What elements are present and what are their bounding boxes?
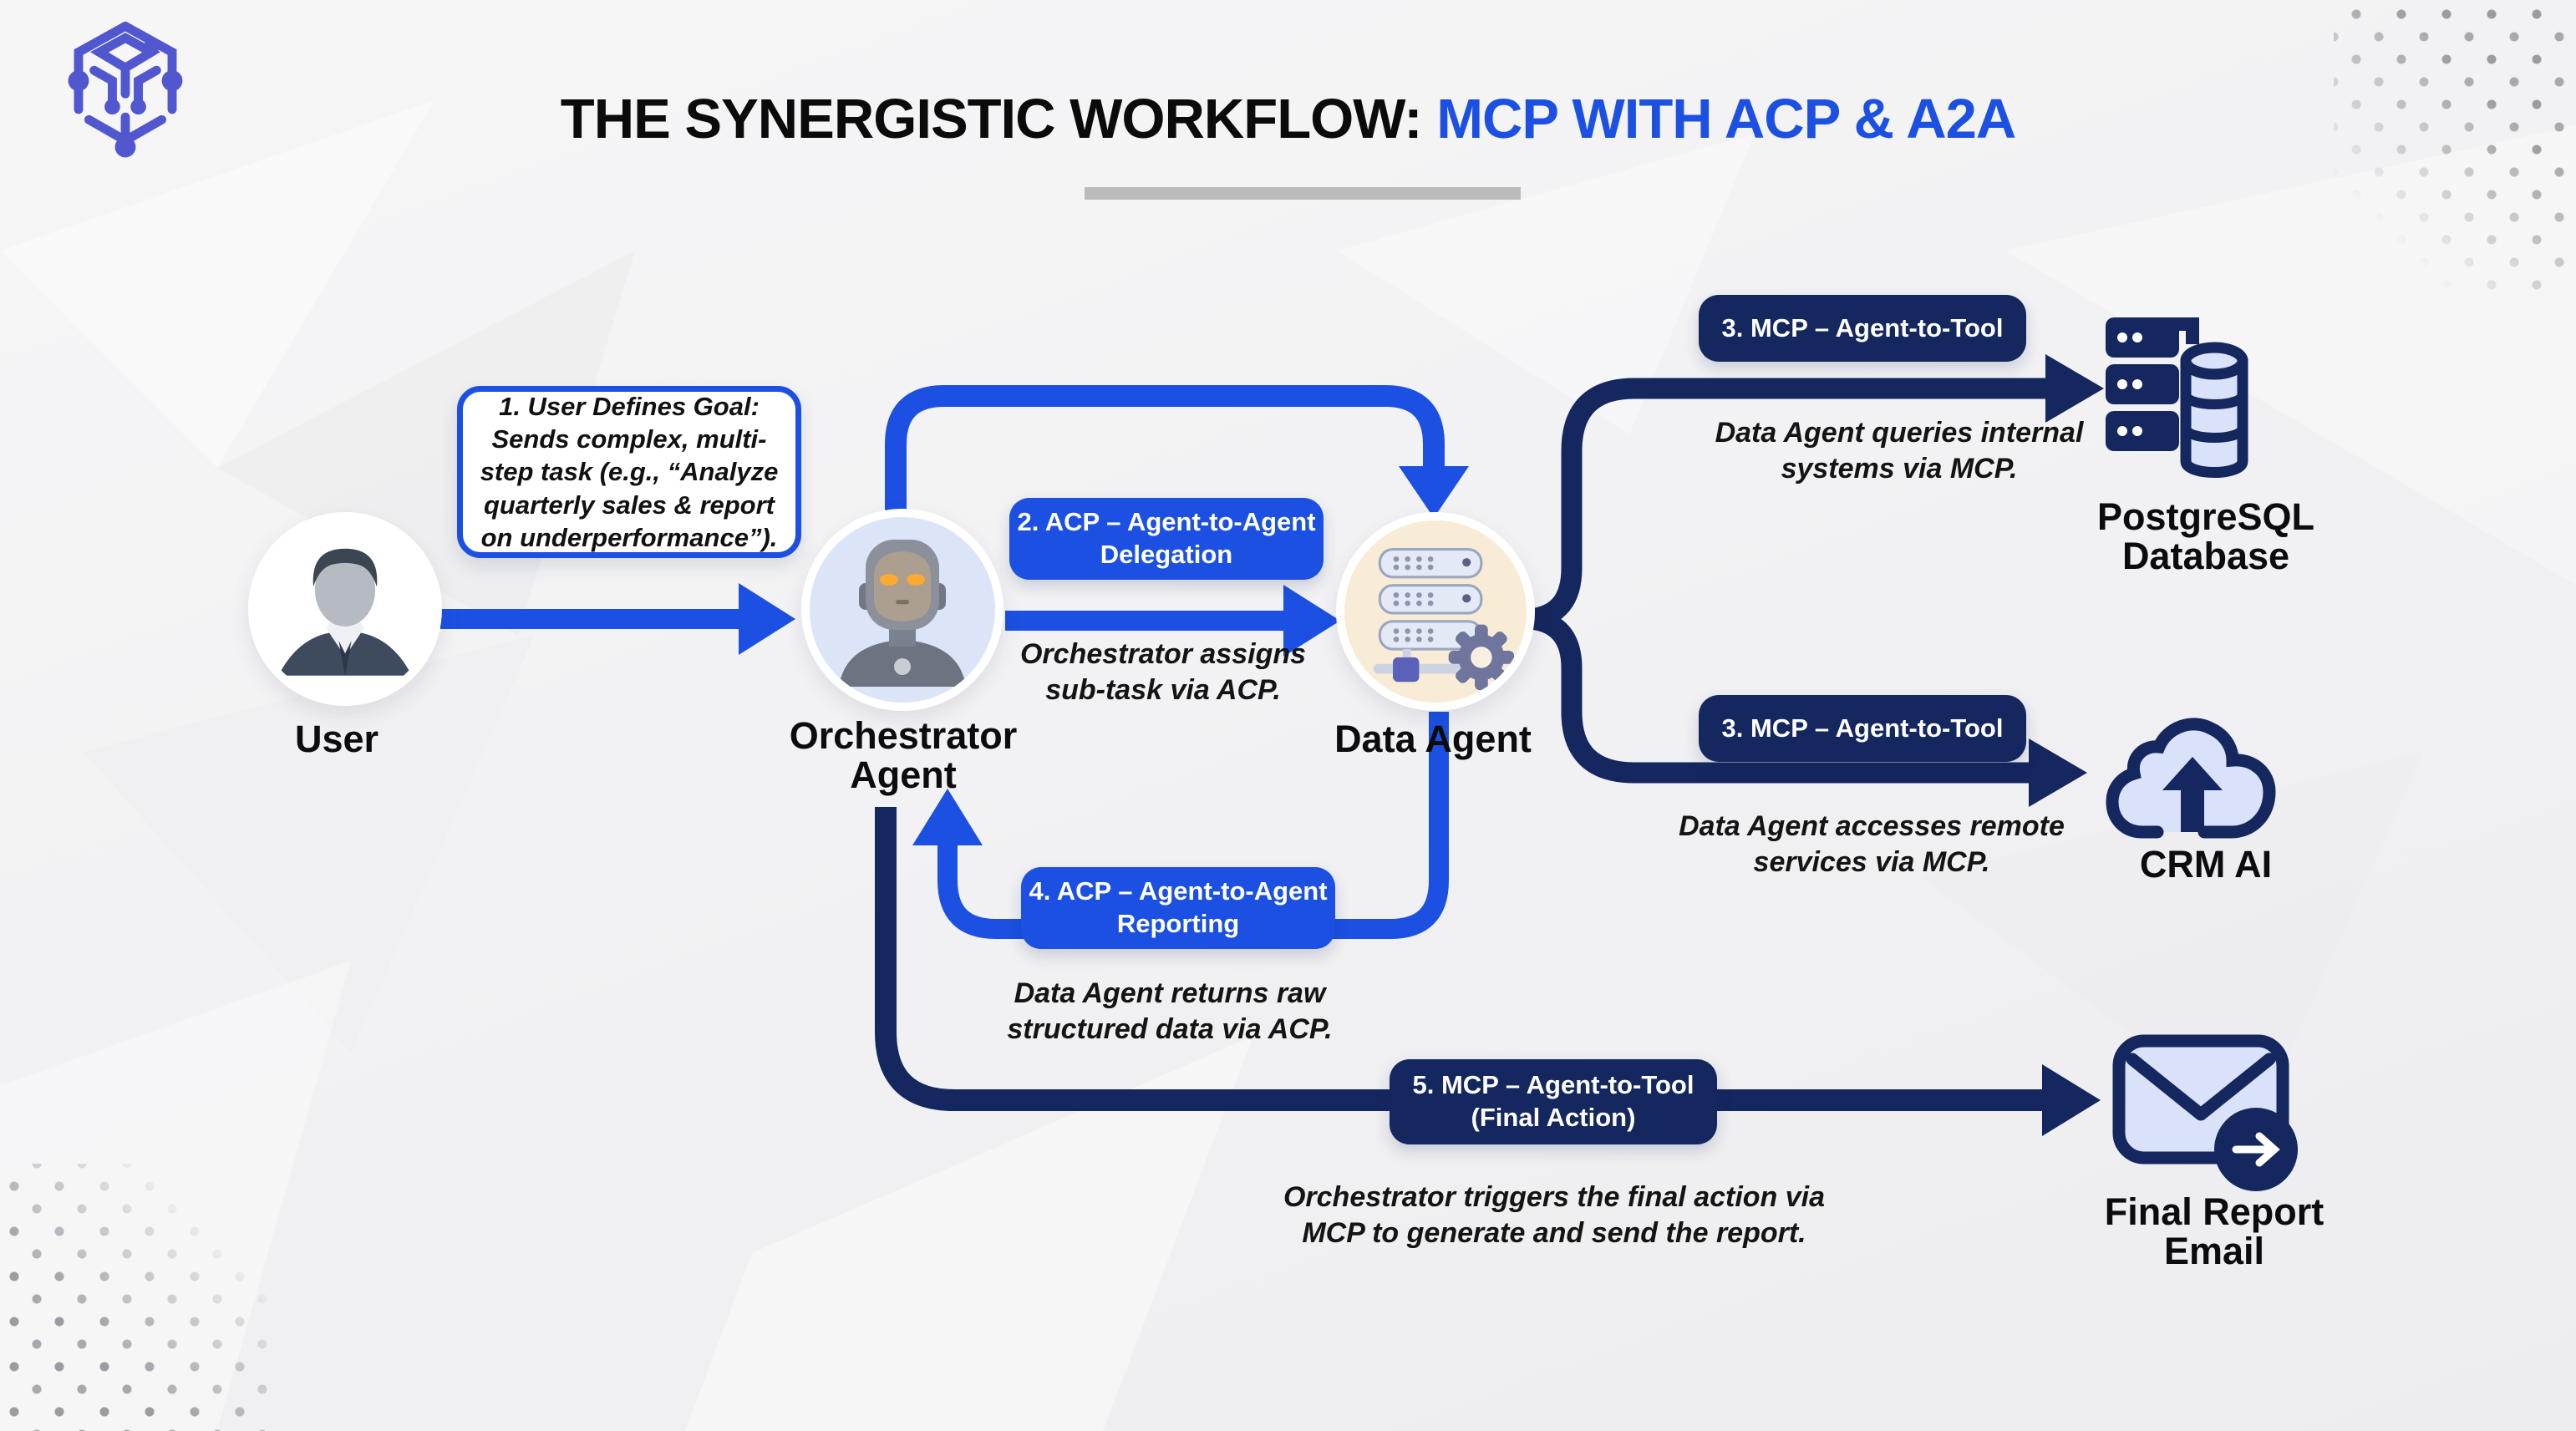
robot-head-icon (839, 540, 966, 687)
postgresql-label: PostgreSQL Database (2089, 495, 2323, 577)
step2-caption: Orchestrator assigns sub-task via ACP. (1019, 638, 1307, 706)
step4-caption: Data Agent returns raw structured data v… (1007, 977, 1333, 1045)
gear-icon (1448, 624, 1515, 691)
envelope-send-icon (2112, 1034, 2298, 1191)
step2-badge-line1: 2. ACP – Agent-to-Agent (1017, 507, 1316, 537)
step5-badge-line2: (Final Action) (1471, 1103, 1636, 1132)
arrow-orchestrator-to-email (875, 807, 2101, 1136)
postgresql-node (2106, 311, 2306, 495)
email-label-line2: Email (2163, 1229, 2265, 1272)
step2-badge: 2. ACP – Agent-to-Agent Delegation (1009, 498, 1324, 580)
crm-label: CRM AI (2139, 843, 2273, 885)
step3-top-badge-text: 3. MCP – Agent-to-Tool (1721, 312, 2004, 343)
data-agent-label: Data Agent (1334, 718, 1532, 760)
step1-goal-text: 1. User Defines Goal: Sends complex, mul… (480, 391, 779, 553)
step5-caption: Orchestrator triggers the final action v… (1283, 1181, 1826, 1249)
arrow-dataagent-to-postgres (1529, 354, 2104, 630)
email-label: Final Report Email (2089, 1190, 2340, 1272)
step2-badge-line2: Delegation (1100, 540, 1233, 569)
title-black: THE SYNERGISTIC WORKFLOW: (560, 88, 1437, 150)
arrow-dataagent-to-crm (1529, 608, 2087, 807)
crm-node (2106, 708, 2306, 842)
arrow-orchestrator-top-bridge (885, 385, 1469, 521)
title-accent: MCP WITH ACP & A2A (1436, 88, 2016, 150)
step3-bottom-caption: Data Agent accesses remote services via … (1679, 810, 2065, 878)
step1-goal-box: 1. User Defines Goal: Sends complex, mul… (457, 386, 801, 558)
halftone-dots-bottom-left (0, 1164, 276, 1431)
user-avatar-icon (278, 548, 412, 676)
title-underline-bar (1085, 187, 1521, 200)
orchestrator-label-line1: Orchestrator (789, 714, 1018, 757)
step3-bottom-badge-text: 3. MCP – Agent-to-Tool (1721, 713, 2004, 743)
send-arrow-icon (2232, 1132, 2280, 1167)
step3-bottom-badge: 3. MCP – Agent-to-Tool (1699, 695, 2026, 762)
step3-top-caption: Data Agent queries internal systems via … (1715, 417, 2084, 485)
step3-top-badge: 3. MCP – Agent-to-Tool (1699, 295, 2026, 362)
server-database-cylinder-icon (2106, 317, 2248, 478)
postgresql-label-line1: PostgreSQL (2096, 495, 2315, 538)
cloud-upload-icon (2106, 718, 2276, 839)
data-agent-node (1336, 512, 1535, 711)
step5-badge: 5. MCP – Agent-to-Tool (Final Action) (1390, 1059, 1717, 1144)
server-stack-gear-icon (1373, 547, 1515, 691)
halftone-dots-top-right (2334, 0, 2576, 292)
email-node (2112, 1034, 2313, 1193)
user-node (248, 512, 442, 706)
arrow-orchestrator-to-dataagent (1005, 585, 1340, 657)
postgresql-label-line2: Database (2121, 534, 2290, 577)
page-title: THE SYNERGISTIC WORKFLOW: MCP WITH ACP &… (0, 87, 2576, 151)
orchestrator-node (801, 509, 1003, 711)
email-label-line1: Final Report (2104, 1190, 2324, 1233)
step4-badge: 4. ACP – Agent-to-Agent Reporting (1021, 867, 1335, 949)
step4-badge-line2: Reporting (1116, 909, 1240, 938)
arrow-user-to-orchestrator (440, 583, 795, 655)
orchestrator-label: Orchestrator Agent (786, 714, 1020, 796)
step5-badge-line1: 5. MCP – Agent-to-Tool (1412, 1070, 1694, 1100)
circuit-cube-logo (68, 21, 183, 158)
step4-badge-line1: 4. ACP – Agent-to-Agent (1029, 876, 1328, 906)
user-label: User (294, 718, 379, 760)
orchestrator-label-line2: Agent (850, 753, 957, 796)
